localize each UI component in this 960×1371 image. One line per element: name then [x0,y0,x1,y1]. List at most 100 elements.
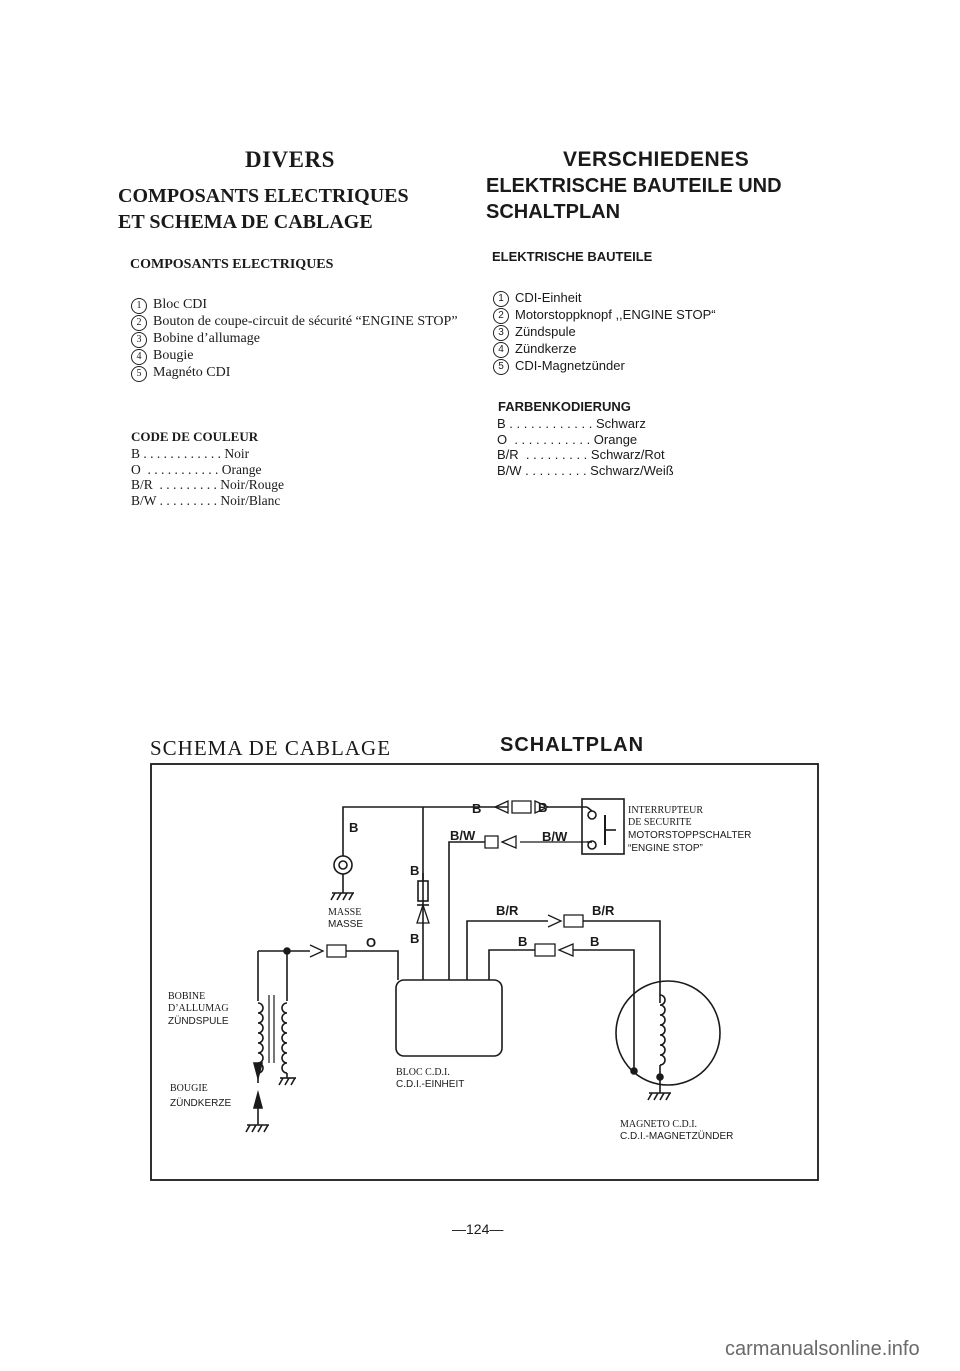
switch-label-fr: DE SECURITE [628,817,692,828]
color-code-row: B/R . . . . . . . . . Noir/Rouge [131,477,285,492]
color-code-row: O . . . . . . . . . . . Orange [497,431,638,447]
item-number: 3 [131,332,147,348]
wire-b-top [342,806,508,856]
list-item: 3 Zündspule [493,324,823,341]
de-subheading: ELEKTRISCHE BAUTEILE [492,249,653,264]
cdi-label-fr: BLOC C.D.I. [396,1067,450,1078]
magneto-coil [659,994,666,1066]
item-text: Bouton de coupe-circuit de sécurité “ENG… [153,314,458,329]
item-number: 4 [493,342,509,358]
item-number: 3 [493,325,509,341]
wire-label: B [410,863,419,878]
color-code-row: B/R . . . . . . . . . Schwarz/Rot [497,447,665,462]
fr-title: DIVERS [245,147,335,172]
de-color-code-title: FARBENKODIERUNG [498,399,631,414]
magneto-label-de: C.D.I.-MAGNETZÜNDER [620,1130,733,1142]
spark-plug-arrow-bottom [252,1089,264,1109]
cdi-label-de: C.D.I.-EINHEIT [396,1079,464,1090]
wire-label: B [410,931,419,946]
list-item: 4 Zündkerze [493,341,823,358]
color-code-row: B/W . . . . . . . . . Noir/Blanc [131,492,281,508]
inline-fuse [417,880,429,902]
magneto-circle [615,980,721,1086]
wire-label: B/W [542,829,568,844]
wire-label: B [518,934,527,949]
coil-label-fr: D’ALLUMAG [168,1003,229,1014]
fr-color-code-list: B . . . . . . . . . . . . Noir O . . . .… [131,446,284,508]
item-text: Bloc CDI [153,297,208,312]
item-text: CDI-Einheit [515,290,582,305]
item-number: 5 [131,366,147,382]
list-item: 4 Bougie [131,348,461,365]
de-color-code-list: B . . . . . . . . . . . . Schwarz O . . … [497,416,674,478]
list-item: 3 Bobine d’allumage [131,331,461,348]
spark-plug-arrow-top [252,1062,264,1082]
switch-box [581,798,625,855]
list-item: 5 Magnéto CDI [131,365,461,382]
wiring-diagram: B B B B/W B/W B B B/R B/R B B O INTERRUP… [150,763,819,1181]
wire-label: B [349,820,358,835]
wire-label: B [472,801,481,816]
wire-label: B/R [496,903,519,918]
connector-o [309,944,347,958]
list-item: 2 Bouton de coupe-circuit de sécurité “EN… [131,314,461,331]
item-number: 4 [131,349,147,365]
ground-label-fr: MASSE [328,907,361,918]
magneto-label-fr: MAGNETO C.D.I. [620,1119,697,1130]
fr-heading: COMPOSANTS ELECTRIQUES ET SCHEMA DE CABL… [118,185,409,233]
item-text: CDI-Magnetzünder [515,358,625,373]
list-item: 5 CDI-Magnetzünder [493,358,823,375]
plug-label-de: ZÜNDKERZE [170,1097,231,1109]
connector-br [547,914,584,928]
item-number: 2 [493,308,509,324]
item-number: 1 [493,291,509,307]
item-text: Motorstoppknopf ,,ENGINE STOP“ [515,307,716,322]
de-heading: ELEKTRISCHE BAUTEILE UND SCHALTPLAN [486,175,782,223]
coil-label-de: ZÜNDSPULE [168,1015,229,1027]
wire-label: O [366,935,376,950]
wire-b-lower [488,949,535,980]
color-code-row: O . . . . . . . . . . . Orange [131,461,262,477]
fr-subheading: COMPOSANTS ELECTRIQUES [130,257,334,272]
wire-label: B/W [450,828,476,843]
item-text: Bobine d’allumage [153,331,260,346]
connector-b-top [493,799,550,815]
ground-connector [333,855,353,875]
item-number: 2 [131,315,147,331]
de-title: VERSCHIEDENES [563,148,750,171]
item-number: 5 [493,359,509,375]
diagram-frame [150,763,819,1181]
coil-label-fr: BOBINE [168,991,205,1002]
connector-bw [484,835,587,849]
list-item: 1 Bloc CDI [131,297,461,314]
fr-wiring-title: SCHEMA DE CABLAGE [150,736,392,760]
fr-color-code-title: CODE DE COULEUR [131,429,259,444]
connector-b-lower [534,943,574,957]
item-text: Magnéto CDI [153,365,231,380]
wire-label: B/R [592,903,615,918]
wire-bw [448,841,485,980]
color-code-row: B . . . . . . . . . . . . Schwarz [497,416,646,431]
color-code-row: B/W . . . . . . . . . Schwarz/Weiß [497,462,674,478]
item-text: Bougie [153,348,194,363]
de-wiring-title: SCHALTPLAN [500,734,645,756]
fr-component-list: 1 Bloc CDI 2 Bouton de coupe-circuit de sé… [131,297,461,382]
watermark: carmanualsonline.info [725,1338,920,1360]
list-item: 2 Motorstoppknopf ,,ENGINE STOP“ [493,307,823,324]
item-text: Zündspule [515,324,576,339]
list-item: 1 CDI-Einheit [493,290,823,307]
color-code-row: B . . . . . . . . . . . . Noir [131,446,250,461]
wire-br [466,920,548,980]
switch-label-engine: “ENGINE STOP” [628,843,703,854]
item-text: Zündkerze [515,341,577,356]
switch-label-fr: INTERRUPTEUR [628,805,703,816]
cdi-unit-box [395,979,503,1057]
ground-label-de: MASSE [328,919,363,930]
item-number: 1 [131,298,147,314]
wire-label: B [590,934,599,949]
plug-label-fr: BOUGIE [170,1083,208,1094]
ignition-coil [257,951,296,1086]
de-component-list: 1 CDI-Einheit 2 Motorstoppknopf ,,ENGINE S… [493,290,823,375]
page-number: —124— [452,1221,504,1237]
switch-label-de: MOTORSTOPPSCHALTER [628,830,751,841]
